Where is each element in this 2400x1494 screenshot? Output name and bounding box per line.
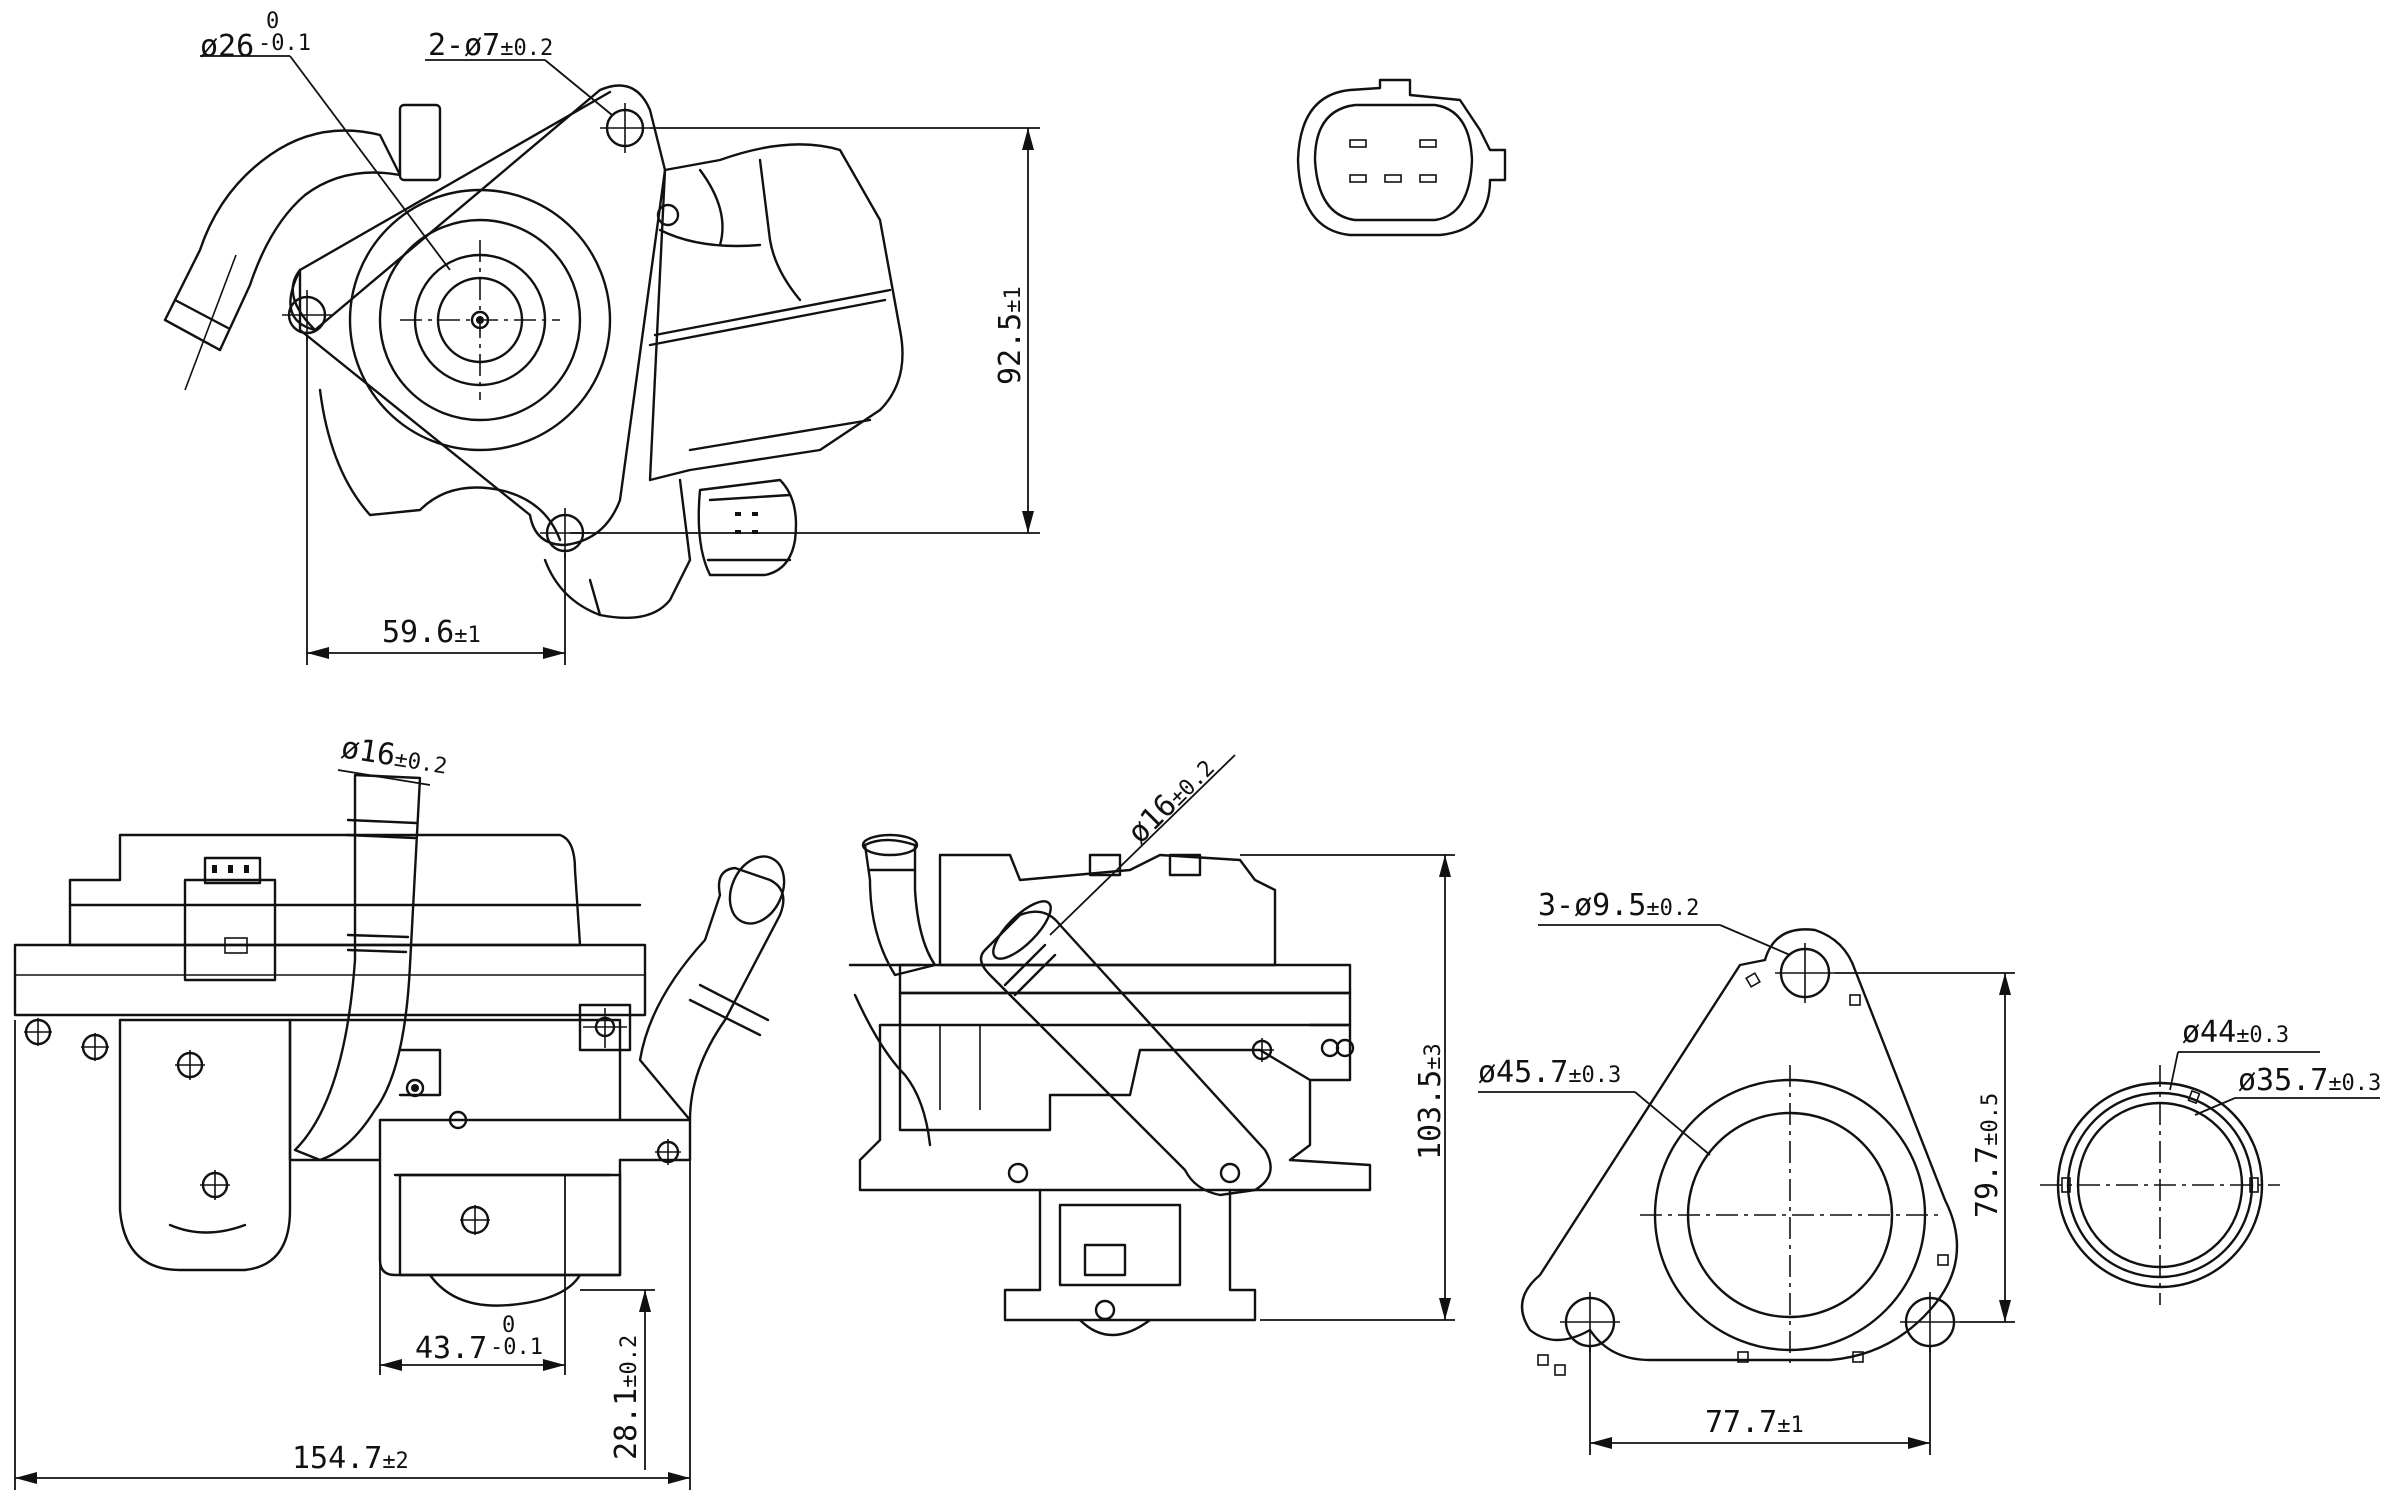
- flange-height-value: 79.7: [1970, 1146, 2005, 1218]
- side-view: [848, 754, 1455, 1337]
- top-holes-value: 2-ø7: [428, 28, 500, 63]
- flange-holes-tol: ±0.2: [1646, 896, 1699, 921]
- top-height-dimension: 92.5±1: [993, 286, 1028, 385]
- top-holes-dimension: 2-ø7±0.2: [428, 28, 553, 63]
- flange-holes-value: 3-ø9.5: [1538, 888, 1646, 923]
- gasket-outer-value: ø44: [2182, 1015, 2236, 1050]
- connector-detail: [1296, 78, 1507, 237]
- flange-bore-tol: ±0.3: [1568, 1063, 1621, 1088]
- front-port-height-tol: ±0.2: [617, 1335, 642, 1388]
- top-bore-value: ø26: [200, 29, 254, 64]
- flange-width-value: 77.7: [1705, 1405, 1777, 1440]
- gasket-inner-dimension: ø35.7±0.3: [2238, 1063, 2381, 1098]
- front-port-value: 43.7: [415, 1331, 487, 1366]
- front-width-tol: ±2: [382, 1449, 409, 1474]
- flange-bore-dimension: ø45.7±0.3: [1478, 1055, 1621, 1090]
- front-width-dimension: 154.7±2: [292, 1441, 409, 1476]
- top-bore-dimension: ø26 0 -0.1: [200, 9, 311, 64]
- front-port-height-dimension: 28.1±0.2: [609, 1335, 644, 1460]
- flange-holes-dimension: 3-ø9.5±0.2: [1538, 888, 1699, 923]
- gasket-inner-tol: ±0.3: [2328, 1071, 2381, 1096]
- gasket-outer-tol: ±0.3: [2236, 1023, 2289, 1048]
- side-height-value: 103.5: [1413, 1070, 1448, 1160]
- flange-width-tol: ±1: [1777, 1413, 1804, 1438]
- flange-view: [1478, 924, 2015, 1455]
- front-port-height-value: 28.1: [609, 1388, 644, 1460]
- top-bore-lower-tol: -0.1: [258, 31, 311, 56]
- side-height-dimension: 103.5±3: [1413, 1043, 1448, 1160]
- front-pipe-tol: ±0.2: [393, 747, 449, 780]
- side-height-tol: ±3: [1421, 1043, 1446, 1070]
- top-width-value: 59.6: [382, 615, 454, 650]
- gasket-inner-value: ø35.7: [2238, 1063, 2328, 1098]
- top-height-value: 92.5: [993, 313, 1028, 385]
- top-bore-upper-tol: 0: [266, 9, 279, 34]
- side-pipe-tol: ±0.2: [1165, 756, 1220, 811]
- top-holes-tol: ±0.2: [500, 36, 553, 61]
- gasket-view: [2040, 1051, 2380, 1305]
- top-height-tol: ±1: [1001, 286, 1026, 313]
- front-port-upper-tol: 0: [502, 1313, 515, 1338]
- side-pipe-dimension: ø16±0.2: [1121, 750, 1222, 851]
- front-port-dimension: 43.7 0 -0.1: [415, 1313, 543, 1366]
- front-port-lower-tol: -0.1: [490, 1335, 543, 1360]
- gasket-outer-dimension: ø44±0.3: [2182, 1015, 2289, 1050]
- top-width-dimension: 59.6±1: [382, 615, 481, 650]
- top-width-tol: ±1: [454, 623, 481, 648]
- front-width-value: 154.7: [292, 1441, 382, 1476]
- top-view: [163, 55, 1040, 665]
- flange-bore-value: ø45.7: [1478, 1055, 1568, 1090]
- flange-height-dimension: 79.7±0.5: [1970, 1093, 2005, 1218]
- flange-width-dimension: 77.7±1: [1705, 1405, 1804, 1440]
- flange-height-tol: ±0.5: [1978, 1093, 2003, 1146]
- front-view: [13, 769, 786, 1490]
- front-pipe-value: ø16: [339, 730, 398, 773]
